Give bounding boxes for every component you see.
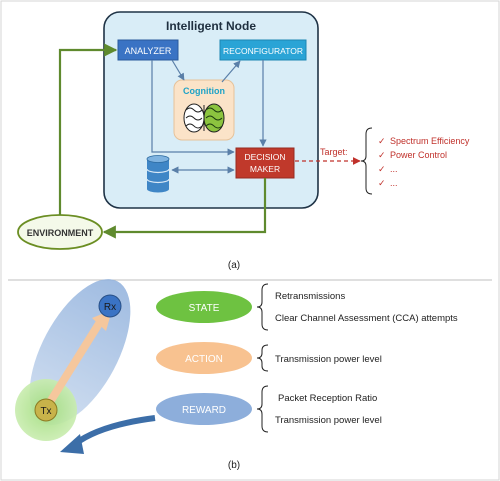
caption-b: (b) [228,460,240,471]
state-item: Clear Channel Assessment (CCA) attempts [275,313,458,324]
arrow-decision-environment [102,178,267,239]
target-item: ... [390,178,398,188]
target-item: ... [390,164,398,174]
reward-item: Transmission power level [275,415,382,426]
rx-node [98,294,122,318]
analyzer-box [117,39,179,61]
cognition-label: Cognition [183,86,225,96]
analyzer-label: ANALYZER [125,46,172,56]
action-item: Transmission power level [275,354,382,365]
caption-a: (a) [228,260,240,271]
panel-a: Intelligent Node ANALYZER RECONFIGURATOR… [17,11,470,271]
target-check-icon: ✓ [378,150,386,160]
environment-label: ENVIRONMENT [27,228,94,238]
target-item: Spectrum Efficiency [390,136,470,146]
tx-rx-link [46,318,104,406]
state-brace [256,283,269,331]
tx-node [34,398,58,422]
target-item: Power Control [390,150,447,160]
arrow-cognition-reconfigurator [221,60,241,83]
reward-item: Packet Reception Ratio [278,393,377,404]
target-list: ✓ Spectrum Efficiency ✓ Power Control ✓ … [378,136,470,188]
decision-maker-label-2: MAKER [250,164,280,174]
database-icon [146,155,170,193]
target-check-icon: ✓ [378,178,386,188]
reward-label: REWARD [182,405,226,416]
rx-label: Rx [104,302,116,313]
brain-icon [183,103,225,133]
arrow-analyzer-cognition [171,59,185,81]
state-ellipse [156,291,252,323]
reward-ellipse [156,393,252,425]
target-brace [360,127,373,195]
target-label: Target: [320,147,348,157]
reward-brace [256,385,269,433]
reconfigurator-label: RECONFIGURATOR [223,46,303,56]
arrow-environment-analyzer [58,43,118,215]
action-brace [256,344,269,372]
panel-b: Rx Tx STATE ACTION REWARD Retransmission… [15,279,458,471]
target-check-icon: ✓ [378,136,386,146]
reward-feedback-arrow-head [60,434,84,454]
state-item: Retransmissions [275,291,345,302]
action-ellipse [156,342,252,374]
action-label: ACTION [185,354,223,365]
tx-label: Tx [40,406,51,417]
target-check-icon: ✓ [378,164,386,174]
state-label: STATE [189,303,220,314]
arrow-analyzer-decision [151,60,235,156]
intelligent-node-title: Intelligent Node [166,19,256,33]
decision-maker-label-1: DECISION [244,152,285,162]
